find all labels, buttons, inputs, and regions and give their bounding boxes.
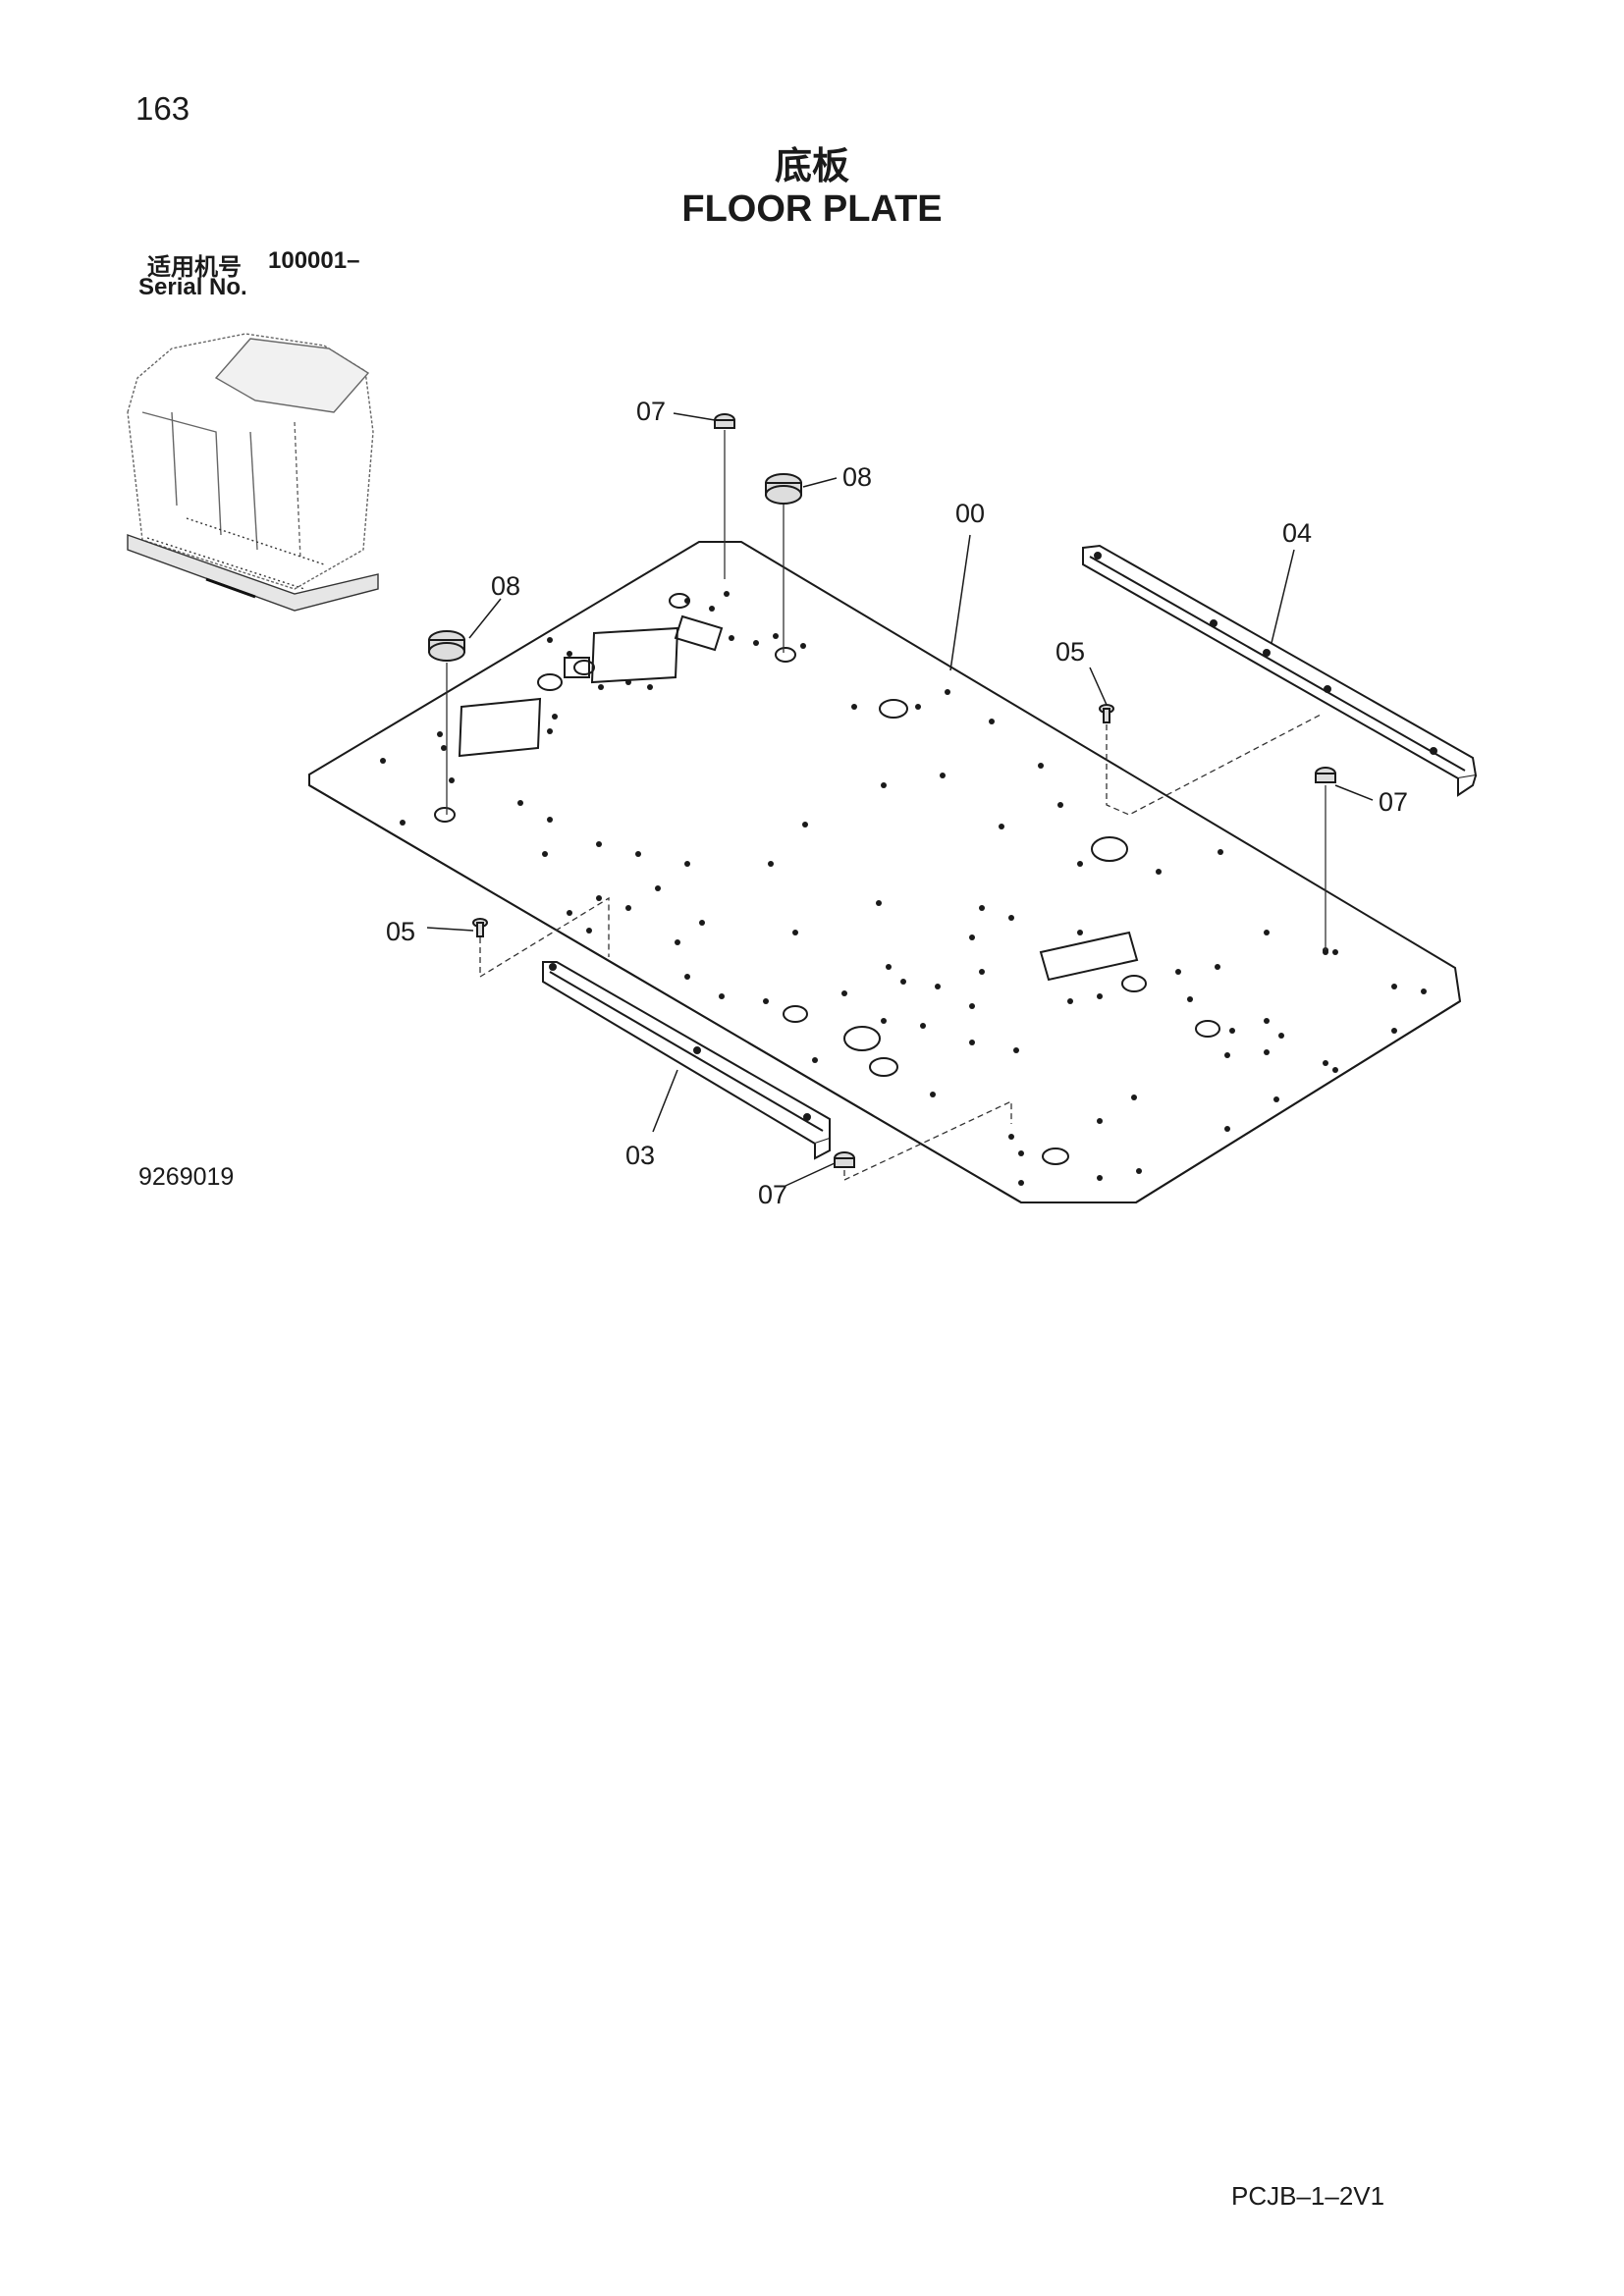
cab-location-thumbnail	[127, 333, 379, 612]
floor-plate-00	[308, 541, 1462, 1203]
rail-03	[542, 961, 831, 1160]
assembly-leader-lines	[446, 430, 1326, 1182]
serial-label: Serial No.	[138, 274, 247, 300]
screw-05-left	[472, 918, 488, 937]
callout-08-left: 08	[491, 571, 520, 601]
plug-07-bottom	[834, 1151, 855, 1168]
serial-range: 100001–	[268, 247, 360, 274]
callout-leaders	[426, 412, 1374, 1187]
figure-number: 9269019	[138, 1163, 235, 1191]
document-code: PCJB–1–2V1	[1231, 2181, 1385, 2211]
callout-07-bottom: 07	[758, 1180, 787, 1209]
rail-04	[1082, 544, 1478, 797]
callout-07-top: 07	[636, 397, 666, 426]
screw-05-right	[1099, 704, 1114, 723]
callout-04: 04	[1282, 518, 1312, 548]
page-title-chinese: 底板	[774, 144, 849, 187]
plug-08-top	[765, 473, 802, 505]
serial-label-chinese: 适用机号	[147, 253, 242, 281]
callout-07-right: 07	[1379, 787, 1408, 817]
plug-08-left	[428, 630, 465, 662]
callout-00: 00	[955, 499, 985, 528]
plug-07-top	[714, 413, 735, 429]
callout-03: 03	[625, 1141, 655, 1170]
page-title: FLOOR PLATE	[681, 188, 943, 230]
callout-05-left: 05	[386, 917, 415, 946]
plug-07-right	[1315, 767, 1336, 783]
callout-05-right: 05	[1056, 637, 1085, 667]
page-number: 163	[135, 90, 190, 127]
callout-08-top: 08	[842, 462, 872, 492]
